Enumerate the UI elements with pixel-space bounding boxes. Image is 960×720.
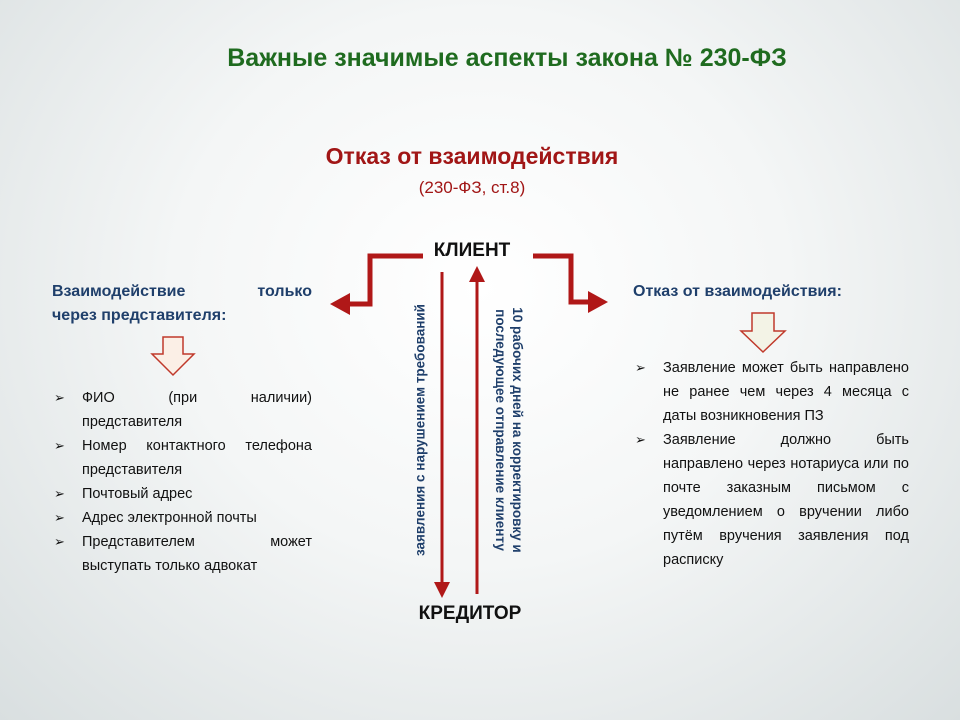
representative-requirements-list: ➢ФИО (при наличии) представителя ➢Номер …	[52, 386, 312, 578]
bullet-icon: ➢	[54, 438, 65, 453]
down-arrowhead	[434, 582, 450, 598]
up-arrow-label-line1: 10 рабочих дней на корректировку и	[510, 307, 525, 553]
left-elbow-arrow	[346, 253, 423, 307]
up-arrowhead	[469, 266, 485, 282]
left-heading-line2: через представителя:	[52, 307, 227, 324]
left-heading-line1: Взаимодействие только	[52, 283, 312, 300]
right-arrowhead	[588, 291, 608, 313]
list-item: ➢ФИО (при наличии) представителя	[52, 386, 312, 434]
list-item: ➢Номер контактного телефона представител…	[52, 434, 312, 482]
bullet-icon: ➢	[635, 432, 646, 447]
right-heading: Отказ от взаимодействия:	[633, 283, 842, 300]
bullet-icon: ➢	[54, 390, 65, 405]
list-item: ➢Адрес электронной почты	[52, 506, 312, 530]
refusal-conditions-list: ➢Заявление может быть направлено не ране…	[633, 356, 909, 572]
hollow-down-arrow-icon	[150, 336, 196, 377]
bullet-icon: ➢	[54, 486, 65, 501]
slide-title: Важные значимые аспекты закона № 230-ФЗ	[227, 44, 787, 72]
bullet-icon: ➢	[635, 360, 646, 375]
list-item: ➢Представителем может выступать только а…	[52, 530, 312, 578]
hollow-down-arrow-icon	[739, 312, 787, 354]
left-heading: Взаимодействие только через представител…	[52, 280, 312, 328]
creditor-node: КРЕДИТОР	[418, 603, 522, 624]
right-elbow-arrow	[533, 253, 592, 305]
law-reference: (230-ФЗ, ст.8)	[418, 178, 526, 197]
bullet-icon: ➢	[54, 534, 65, 549]
down-arrow-label: заявления с нарушением требований	[412, 304, 428, 556]
client-node: КЛИЕНТ	[433, 240, 511, 261]
up-arrow-label-line2: последующее отправление клиенту	[493, 309, 508, 551]
section-title: Отказ от взаимодействия	[325, 143, 619, 169]
bullet-icon: ➢	[54, 510, 65, 525]
left-arrowhead	[330, 293, 350, 315]
up-arrow-label: 10 рабочих дней на корректировку и после…	[492, 307, 526, 552]
list-item: ➢Заявление может быть направлено не ране…	[633, 356, 909, 428]
list-item: ➢Почтовый адрес	[52, 482, 312, 506]
list-item: ➢Заявление должно быть направлено через …	[633, 428, 909, 572]
